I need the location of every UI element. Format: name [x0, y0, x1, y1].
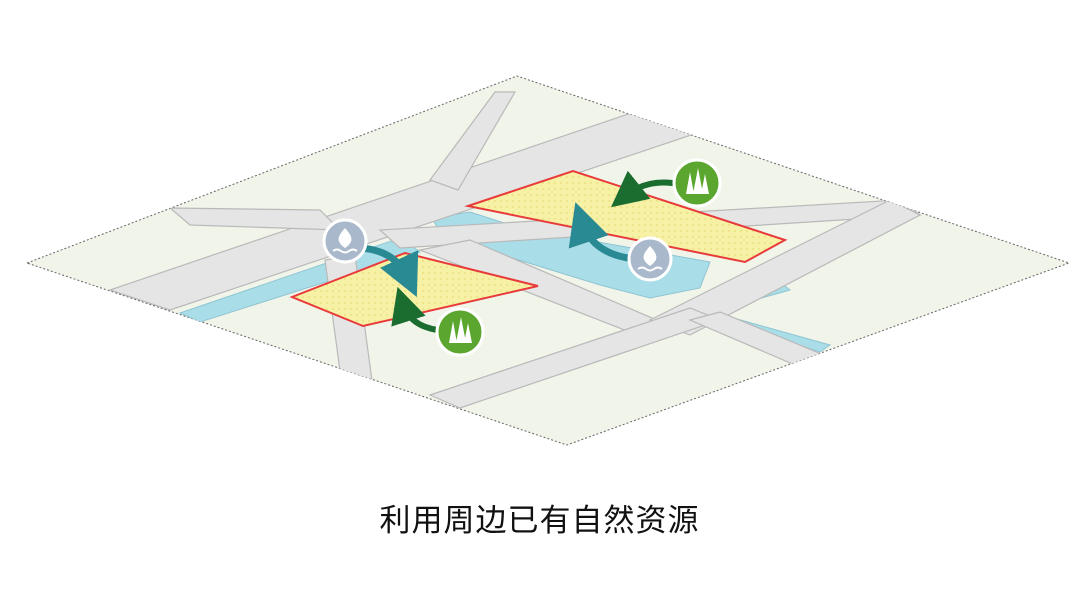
curved-arrow-icon	[610, 170, 675, 208]
road-network	[108, 91, 922, 445]
water-drop-icon	[322, 218, 368, 264]
diagram-caption: 利用周边已有自然资源	[379, 503, 700, 539]
tree-icon	[435, 307, 485, 357]
curved-arrow-icon	[568, 202, 632, 262]
curved-arrow-icon	[391, 286, 441, 333]
water-drop-icon	[627, 236, 673, 282]
tree-icon	[672, 158, 722, 208]
